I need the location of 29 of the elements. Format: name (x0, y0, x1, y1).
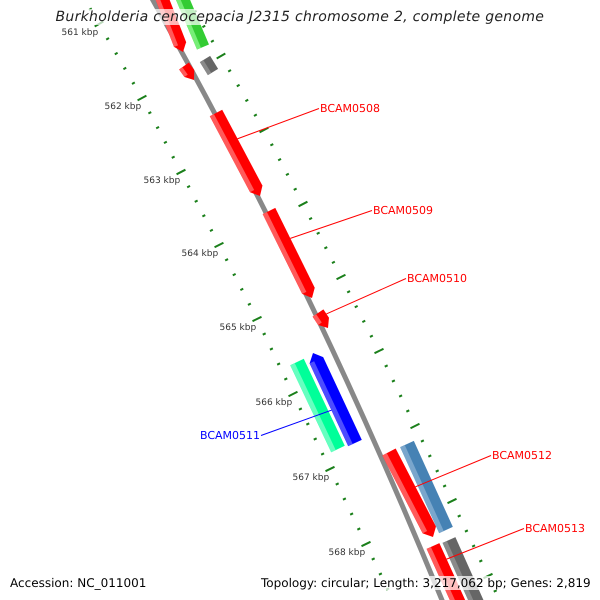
gene-block (200, 56, 218, 76)
leader-line (446, 528, 524, 560)
accession-text: Accession: NC_011001 (8, 576, 148, 590)
gene-block (262, 208, 315, 298)
tick-label: 564 kbp (182, 250, 218, 258)
tick-label: 566 kbp (256, 398, 292, 408)
gene-block (310, 353, 362, 446)
gene-label: BCAM0511 (200, 430, 260, 441)
gene-block (179, 62, 194, 80)
tick-label: 568 kbp (328, 548, 366, 558)
gene-block (400, 440, 453, 534)
gene-label: BCAM0508 (320, 103, 380, 114)
tick-label: 565 kbp (220, 324, 256, 332)
gene-label: BCAM0509 (373, 205, 434, 216)
tick-label: 567 kbp (292, 474, 330, 482)
tick-label: 562 kbp (104, 102, 142, 112)
leader-line (414, 455, 492, 488)
genome-stats-text: Topology: circular; Length: 3,217,062 bp; Genes: 2,819 (259, 576, 593, 590)
gene-block (312, 309, 329, 328)
gene-label: BCAM0513 (525, 523, 586, 534)
leader-line (237, 108, 320, 140)
gene-block (210, 110, 262, 196)
leader-line (326, 278, 406, 314)
tick-label: 563 kbp (144, 176, 180, 186)
gene-label: BCAM0510 (407, 273, 468, 284)
tick-label: 561 kbp (62, 28, 98, 38)
leader-line (260, 410, 332, 436)
gene-label: BCAM0512 (492, 450, 552, 461)
leader-line (290, 210, 372, 239)
